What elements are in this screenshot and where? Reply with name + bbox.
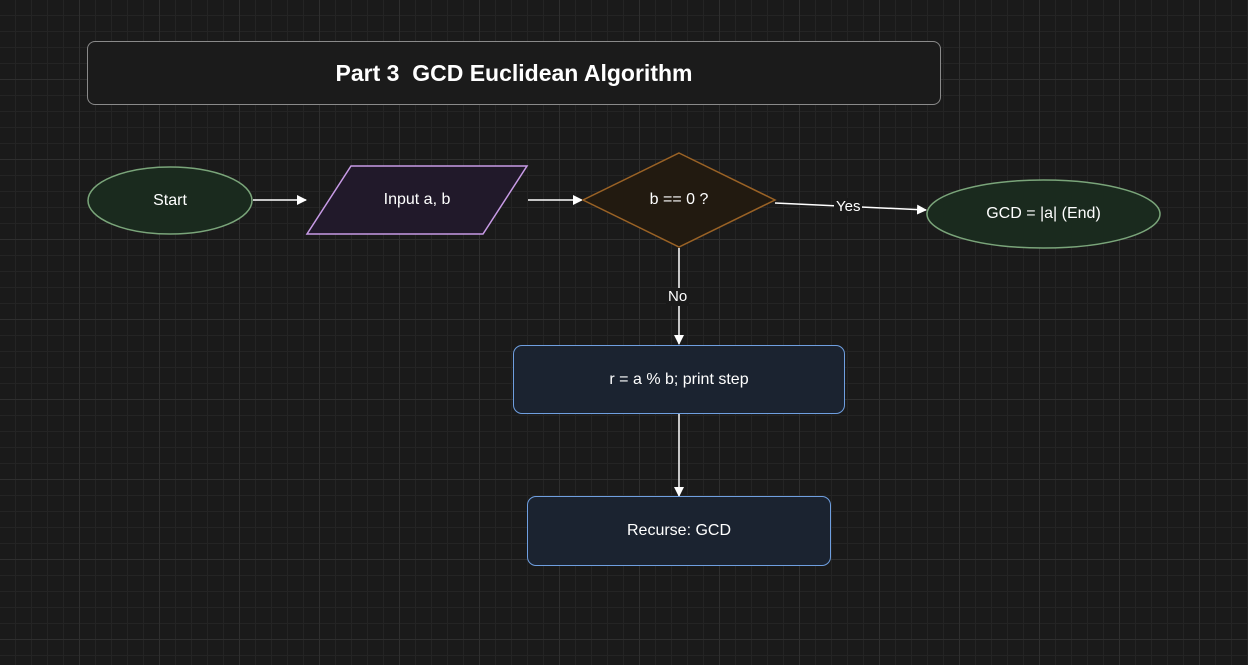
start-node: Start bbox=[87, 166, 253, 235]
process-node-label: r = a % b; print step bbox=[609, 370, 749, 388]
process-node: r = a % b; print step bbox=[513, 345, 845, 414]
input-node-label: Input a, b bbox=[383, 191, 451, 208]
diagram-title: Part 3 GCD Euclidean Algorithm bbox=[335, 59, 693, 86]
recurse-node: Recurse: GCD bbox=[527, 496, 831, 566]
end-node-shape bbox=[926, 179, 1161, 249]
start-node-label: Start bbox=[153, 191, 187, 209]
decision-node: b == 0 ? bbox=[581, 152, 777, 248]
recurse-node-label: Recurse: GCD bbox=[626, 522, 732, 539]
end-node-label: GCD = |a| (End) bbox=[986, 205, 1101, 222]
diagram-title-box: Part 3 GCD Euclidean Algorithm bbox=[87, 41, 941, 105]
input-node: Input a, b bbox=[305, 165, 529, 235]
edge-label-yes: Yes bbox=[834, 198, 863, 216]
edge-label-no: No bbox=[666, 288, 690, 306]
decision-node-label: b == 0 ? bbox=[649, 191, 709, 208]
end-node: GCD = |a| (End) bbox=[926, 179, 1161, 249]
start-node-shape bbox=[87, 166, 253, 235]
input-node-shape bbox=[305, 165, 529, 235]
decision-node-shape bbox=[581, 152, 777, 248]
